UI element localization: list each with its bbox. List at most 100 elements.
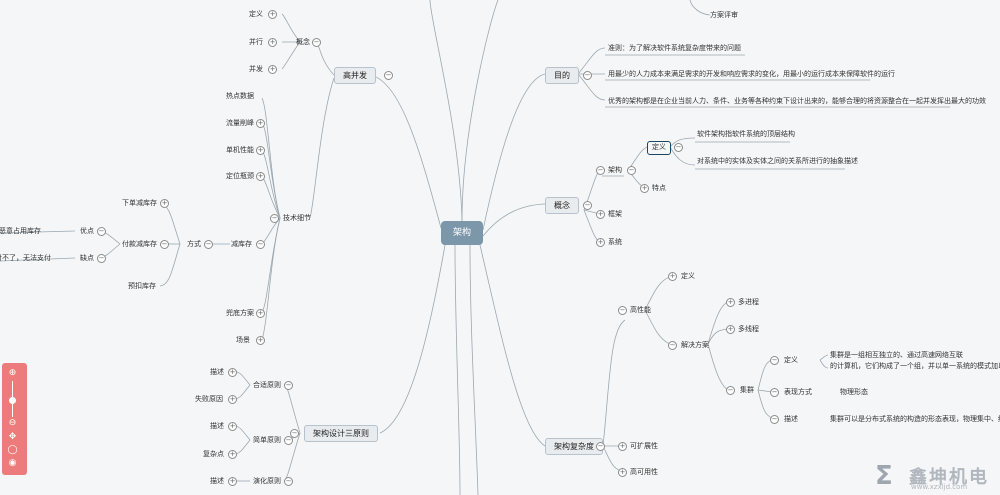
cx-multi-process[interactable]: 多进程 — [738, 298, 759, 306]
hc-tech-label[interactable]: 技术细节 — [283, 214, 311, 222]
purpose-item-1[interactable]: 用最少的人力成本来满足需求的开发和响应需求的变化，用最小的运行成本来保障软件的运… — [608, 70, 895, 78]
principle-evolve-desc[interactable]: 描述 — [210, 477, 224, 485]
principle-fit-fail[interactable]: 失败原因 — [195, 395, 223, 403]
hc-concept-item-0[interactable]: 定义 — [249, 10, 263, 18]
inventory-pay-dec[interactable]: 付款减库存 — [122, 240, 157, 248]
collapse-icon[interactable]: − — [312, 38, 321, 47]
collapse-icon[interactable]: − — [770, 415, 779, 424]
hc-tech-item-4[interactable]: 减库存 — [231, 240, 252, 248]
inventory-prededuct[interactable]: 预扣库存 — [128, 282, 156, 290]
collapse-icon[interactable]: − — [668, 341, 677, 350]
cx-physical[interactable]: 物理形态 — [840, 388, 868, 396]
cx-expression[interactable]: 表现方式 — [784, 388, 812, 396]
hc-tech-item-2[interactable]: 单机性能 — [226, 146, 254, 154]
inventory-order-dec[interactable]: 下单减库存 — [122, 199, 157, 207]
collapse-icon[interactable]: − — [284, 381, 293, 390]
inventory-pros-text[interactable]: 避免恶意占用库存 — [0, 227, 41, 235]
expand-icon[interactable]: + — [640, 184, 649, 193]
expand-icon[interactable]: + — [268, 38, 277, 47]
expand-icon[interactable]: + — [256, 336, 265, 345]
expand-icon[interactable]: + — [228, 477, 237, 486]
collapse-icon[interactable]: − — [770, 356, 779, 365]
collapse-icon[interactable]: − — [596, 442, 605, 451]
hc-concept-item-2[interactable]: 并发 — [249, 65, 263, 73]
cx-cluster-def1[interactable]: 集群是一组相互独立的、通过高速网络互联 — [830, 351, 963, 359]
cx-high-perf[interactable]: 高性能 — [630, 306, 651, 314]
cx-desc[interactable]: 描述 — [784, 415, 798, 423]
collapse-icon[interactable]: − — [97, 227, 106, 236]
zoom-in-icon[interactable]: ⊕ — [8, 368, 17, 378]
collapse-icon[interactable]: − — [596, 166, 605, 175]
collapse-icon[interactable]: − — [284, 477, 293, 486]
label-review[interactable]: 方案评审 — [710, 11, 738, 19]
branch-concurrency[interactable]: 高并发 — [334, 67, 376, 84]
collapse-icon[interactable]: − — [290, 429, 299, 438]
collapse-icon[interactable]: − — [204, 240, 213, 249]
collapse-icon[interactable]: − — [583, 71, 592, 80]
concept-arch[interactable]: 架构 — [608, 166, 622, 174]
expand-icon[interactable]: + — [618, 468, 627, 477]
branch-principles[interactable]: 架构设计三原则 — [304, 425, 378, 442]
inventory-cons[interactable]: 缺点 — [80, 254, 94, 262]
purpose-item-0[interactable]: 准则：为了解决软件系统复杂度带来的问题 — [608, 44, 741, 52]
expand-icon[interactable]: + — [228, 422, 237, 431]
collapse-icon[interactable]: − — [384, 71, 393, 80]
expand-icon[interactable]: + — [726, 298, 735, 307]
expand-icon[interactable]: + — [726, 325, 735, 334]
collapse-icon[interactable]: − — [627, 166, 636, 175]
cx-solution[interactable]: 解决方案 — [681, 341, 709, 349]
purpose-item-2[interactable]: 优秀的架构都是在企业当前人力、条件、业务等各种约束下设计出来的，能够合理的将资源… — [608, 97, 986, 105]
hc-tech-item-0[interactable]: 热点数据 — [226, 92, 254, 100]
expand-icon[interactable]: + — [268, 10, 277, 19]
expand-icon[interactable]: + — [256, 146, 265, 155]
expand-icon[interactable]: + — [228, 395, 237, 404]
expand-icon[interactable]: + — [596, 210, 605, 219]
branch-concept[interactable]: 概念 — [545, 197, 579, 214]
cx-cluster-def2[interactable]: 的计算机，它们构成了一个组，并以单一系统的模式加以管理 — [830, 362, 1000, 370]
concept-def2[interactable]: 对系统中的实体及实体之间的关系所进行的抽象描述 — [697, 157, 858, 165]
concept-def1[interactable]: 软件架构指软件系统的顶层结构 — [697, 130, 795, 138]
collapse-icon[interactable]: − — [674, 143, 683, 152]
concept-framework[interactable]: 框架 — [608, 210, 622, 218]
preview-eye-icon[interactable]: ◉ — [8, 458, 17, 468]
cx-cluster[interactable]: 集群 — [740, 386, 754, 394]
cx-high-avail[interactable]: 高可用性 — [630, 468, 658, 476]
inventory-method[interactable]: 方式 — [187, 240, 201, 248]
center-icon[interactable]: ◯ — [7, 445, 18, 455]
cx-definition[interactable]: 定义 — [681, 272, 695, 280]
collapse-icon[interactable]: − — [726, 386, 735, 395]
inventory-cons-text[interactable]: 抢到但是支付不了，无法支付 — [0, 254, 51, 262]
collapse-icon[interactable]: − — [618, 306, 627, 315]
zoom-slider-handle[interactable] — [9, 397, 16, 404]
branch-purpose[interactable]: 目的 — [545, 67, 579, 84]
expand-icon[interactable]: + — [228, 368, 237, 377]
principle-fit[interactable]: 合适原则 — [253, 381, 281, 389]
principle-simple-complexity[interactable]: 复杂点 — [203, 450, 224, 458]
hc-tech-item-1[interactable]: 流量削峰 — [226, 119, 254, 127]
hc-tech-item-6[interactable]: 场景 — [236, 336, 250, 344]
concept-feature[interactable]: 特点 — [652, 184, 666, 192]
collapse-icon[interactable]: − — [583, 201, 592, 210]
principle-simple-desc[interactable]: 描述 — [210, 422, 224, 430]
collapse-icon[interactable]: − — [256, 240, 265, 249]
collapse-icon[interactable]: − — [284, 436, 293, 445]
cx-cluster-definition[interactable]: 定义 — [784, 356, 798, 364]
hc-tech-item-3[interactable]: 定位瓶颈 — [226, 172, 254, 180]
expand-icon[interactable]: + — [256, 119, 265, 128]
expand-icon[interactable]: + — [618, 442, 627, 451]
collapse-icon[interactable]: − — [160, 240, 169, 249]
cx-multi-thread[interactable]: 多线程 — [738, 325, 759, 333]
cx-cluster-desc[interactable]: 集群可以是分布式系统的构造的形态表现，物理集中、统一管理 — [830, 415, 1000, 423]
hc-concept-item-1[interactable]: 并行 — [249, 38, 263, 46]
concept-system[interactable]: 系统 — [608, 238, 622, 246]
collapse-icon[interactable]: − — [770, 388, 779, 397]
hc-concept-label[interactable]: 概念 — [296, 38, 310, 46]
fit-view-icon[interactable]: ✥ — [8, 432, 17, 442]
inventory-pros[interactable]: 优点 — [80, 227, 94, 235]
expand-icon[interactable]: + — [256, 172, 265, 181]
zoom-out-icon[interactable]: ⊖ — [8, 418, 17, 428]
hc-tech-item-5[interactable]: 兜底方案 — [226, 309, 254, 317]
cx-scalable[interactable]: 可扩展性 — [630, 442, 658, 450]
collapse-icon[interactable]: − — [97, 254, 106, 263]
principle-simple[interactable]: 简单原则 — [253, 436, 281, 444]
